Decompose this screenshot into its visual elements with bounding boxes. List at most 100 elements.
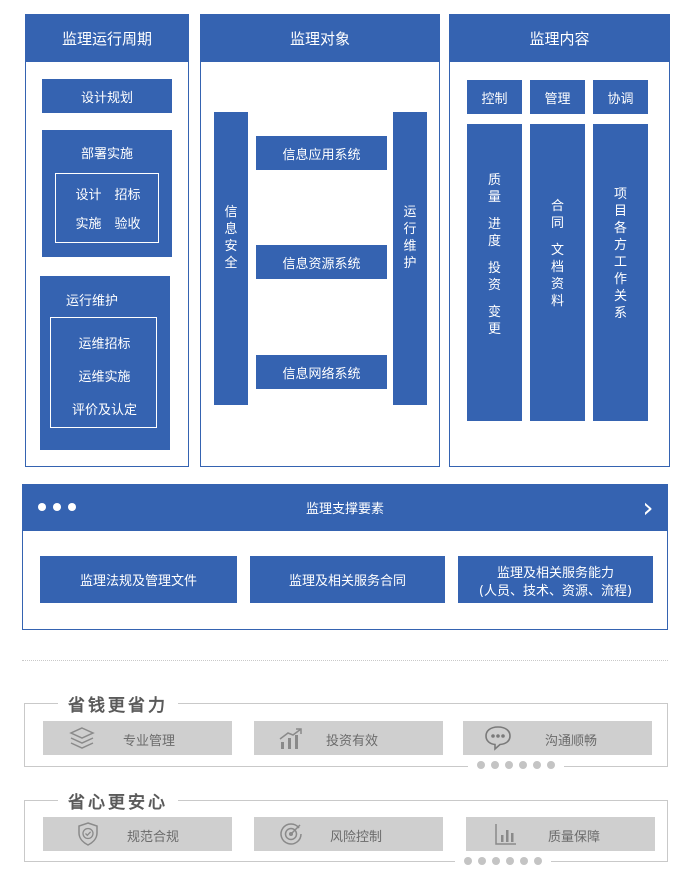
support-title: 监理支撑要素 bbox=[305, 502, 384, 517]
benefit-compliance[interactable]: 规范合规 bbox=[43, 817, 232, 851]
support-contracts[interactable]: 监理及相关服务合同 bbox=[250, 556, 445, 603]
benefit-label: 风险控制 bbox=[330, 830, 383, 845]
deployment-title: 部署实施 bbox=[80, 146, 133, 162]
security-char: 安 bbox=[224, 239, 238, 254]
benefit-label: 沟通顺畅 bbox=[545, 734, 598, 749]
capability-line-2: (人员、技术、资源、流程) bbox=[478, 583, 633, 599]
shield-check-icon bbox=[78, 822, 98, 846]
operations-inner: 运维招标 运维实施 评价及认定 bbox=[50, 317, 157, 428]
benefit-label: 规范合规 bbox=[127, 830, 180, 845]
deployment-line-2: 实施 验收 bbox=[75, 216, 141, 232]
maintenance-char: 维 bbox=[403, 239, 417, 254]
bar-chart-icon bbox=[495, 824, 516, 845]
info-security-bar[interactable]: 信 息 安 全 bbox=[214, 112, 248, 405]
dot-icon bbox=[68, 503, 76, 511]
lifecycle-header: 监理运行周期 bbox=[25, 14, 189, 62]
support-header: 监理支撑要素 › bbox=[22, 484, 668, 531]
pager-dots[interactable] bbox=[455, 857, 551, 865]
benefit-professional-management[interactable]: 专业管理 bbox=[43, 721, 232, 755]
benefit-smooth-communication[interactable]: 沟通顺畅 bbox=[463, 721, 652, 755]
control-char: 变 bbox=[487, 305, 501, 320]
dotted-divider bbox=[22, 660, 668, 661]
manage-char: 档 bbox=[550, 260, 564, 275]
manage-char: 合 bbox=[550, 199, 564, 214]
growth-chart-icon bbox=[279, 728, 302, 749]
info-application-system[interactable]: 信息应用系统 bbox=[256, 136, 387, 170]
benefit-label: 投资有效 bbox=[326, 734, 379, 749]
content-header: 监理内容 bbox=[449, 14, 670, 62]
info-network-system[interactable]: 信息网络系统 bbox=[256, 355, 387, 389]
peace-of-mind-title: 省心更安心 bbox=[58, 788, 178, 813]
operation-maintenance-bar[interactable]: 运 行 维 护 bbox=[393, 112, 427, 405]
operations-title: 运行维护 bbox=[66, 294, 119, 309]
coordinate-char: 关 bbox=[613, 289, 627, 304]
coordinate-char: 方 bbox=[613, 238, 627, 253]
pager-dot[interactable] bbox=[505, 761, 513, 769]
deployment-box[interactable]: 部署实施 设计 招标 实施 验收 bbox=[42, 130, 172, 257]
info-resource-system[interactable]: 信息资源系统 bbox=[256, 245, 387, 279]
control-char: 投 bbox=[487, 261, 501, 276]
benefit-label: 专业管理 bbox=[123, 734, 176, 749]
benefit-risk-control[interactable]: 风险控制 bbox=[254, 817, 443, 851]
coordinate-char: 工 bbox=[613, 255, 627, 270]
pager-dot[interactable] bbox=[547, 761, 555, 769]
pager-dot[interactable] bbox=[464, 857, 472, 865]
design-planning-box[interactable]: 设计规划 bbox=[42, 79, 172, 113]
security-char: 息 bbox=[224, 222, 238, 237]
pager-dots[interactable] bbox=[468, 761, 564, 769]
coordinate-char: 目 bbox=[613, 204, 627, 219]
speech-bubble-icon bbox=[485, 726, 511, 751]
pager-dot[interactable] bbox=[506, 857, 514, 865]
control-char: 度 bbox=[487, 234, 501, 249]
pager-dot[interactable] bbox=[534, 857, 542, 865]
manage-char: 料 bbox=[550, 294, 564, 309]
pager-dot[interactable] bbox=[491, 761, 499, 769]
coordinate-column: 项 目 各 方 工 作 关 系 bbox=[593, 124, 648, 421]
security-char: 全 bbox=[224, 256, 238, 271]
ops-item-implement: 运维实施 bbox=[78, 369, 131, 385]
pager-dot[interactable] bbox=[533, 761, 541, 769]
pager-dot[interactable] bbox=[478, 857, 486, 865]
maintenance-char: 运 bbox=[403, 205, 417, 220]
pager-dot[interactable] bbox=[519, 761, 527, 769]
control-char: 更 bbox=[487, 322, 501, 337]
manage-column: 合 同 文 档 资 料 bbox=[530, 124, 585, 421]
benefit-quality-assurance[interactable]: 质量保障 bbox=[466, 817, 655, 851]
benefit-label: 质量保障 bbox=[548, 830, 601, 845]
chevron-right-icon[interactable]: › bbox=[642, 491, 654, 524]
dot-icon bbox=[38, 503, 46, 511]
coordinate-char: 项 bbox=[613, 187, 627, 202]
tag-coordinate[interactable]: 协调 bbox=[593, 80, 648, 114]
coordinate-char: 系 bbox=[613, 306, 627, 321]
ops-item-tender: 运维招标 bbox=[78, 336, 131, 352]
maintenance-char: 护 bbox=[403, 256, 417, 271]
support-regulations[interactable]: 监理法规及管理文件 bbox=[40, 556, 237, 603]
deployment-line-1: 设计 招标 bbox=[75, 187, 141, 203]
manage-char: 文 bbox=[550, 243, 564, 258]
deployment-inner: 设计 招标 实施 验收 bbox=[55, 173, 159, 243]
coordinate-char: 作 bbox=[613, 272, 627, 287]
window-dots bbox=[38, 503, 83, 511]
control-char: 资 bbox=[487, 278, 501, 293]
dot-icon bbox=[53, 503, 61, 511]
target-icon bbox=[280, 823, 302, 845]
layers-icon bbox=[69, 727, 95, 749]
manage-char: 同 bbox=[550, 216, 564, 231]
pager-dot[interactable] bbox=[477, 761, 485, 769]
operations-box[interactable]: 运行维护 运维招标 运维实施 评价及认定 bbox=[40, 276, 170, 450]
save-effort-title: 省钱更省力 bbox=[58, 691, 178, 716]
control-char: 量 bbox=[487, 190, 501, 205]
tag-manage[interactable]: 管理 bbox=[530, 80, 585, 114]
support-capability[interactable]: 监理及相关服务能力 (人员、技术、资源、流程) bbox=[458, 556, 653, 603]
tag-control[interactable]: 控制 bbox=[467, 80, 522, 114]
control-column: 质 量 进 度 投 资 变 更 bbox=[467, 124, 522, 421]
control-char: 质 bbox=[487, 173, 501, 188]
benefit-effective-investment[interactable]: 投资有效 bbox=[254, 721, 443, 755]
security-char: 信 bbox=[224, 205, 238, 220]
pager-dot[interactable] bbox=[492, 857, 500, 865]
pager-dot[interactable] bbox=[520, 857, 528, 865]
ops-item-evaluation: 评价及认定 bbox=[71, 402, 137, 418]
objects-header: 监理对象 bbox=[200, 14, 440, 62]
capability-line-1: 监理及相关服务能力 bbox=[496, 565, 614, 581]
control-char: 进 bbox=[487, 217, 501, 232]
